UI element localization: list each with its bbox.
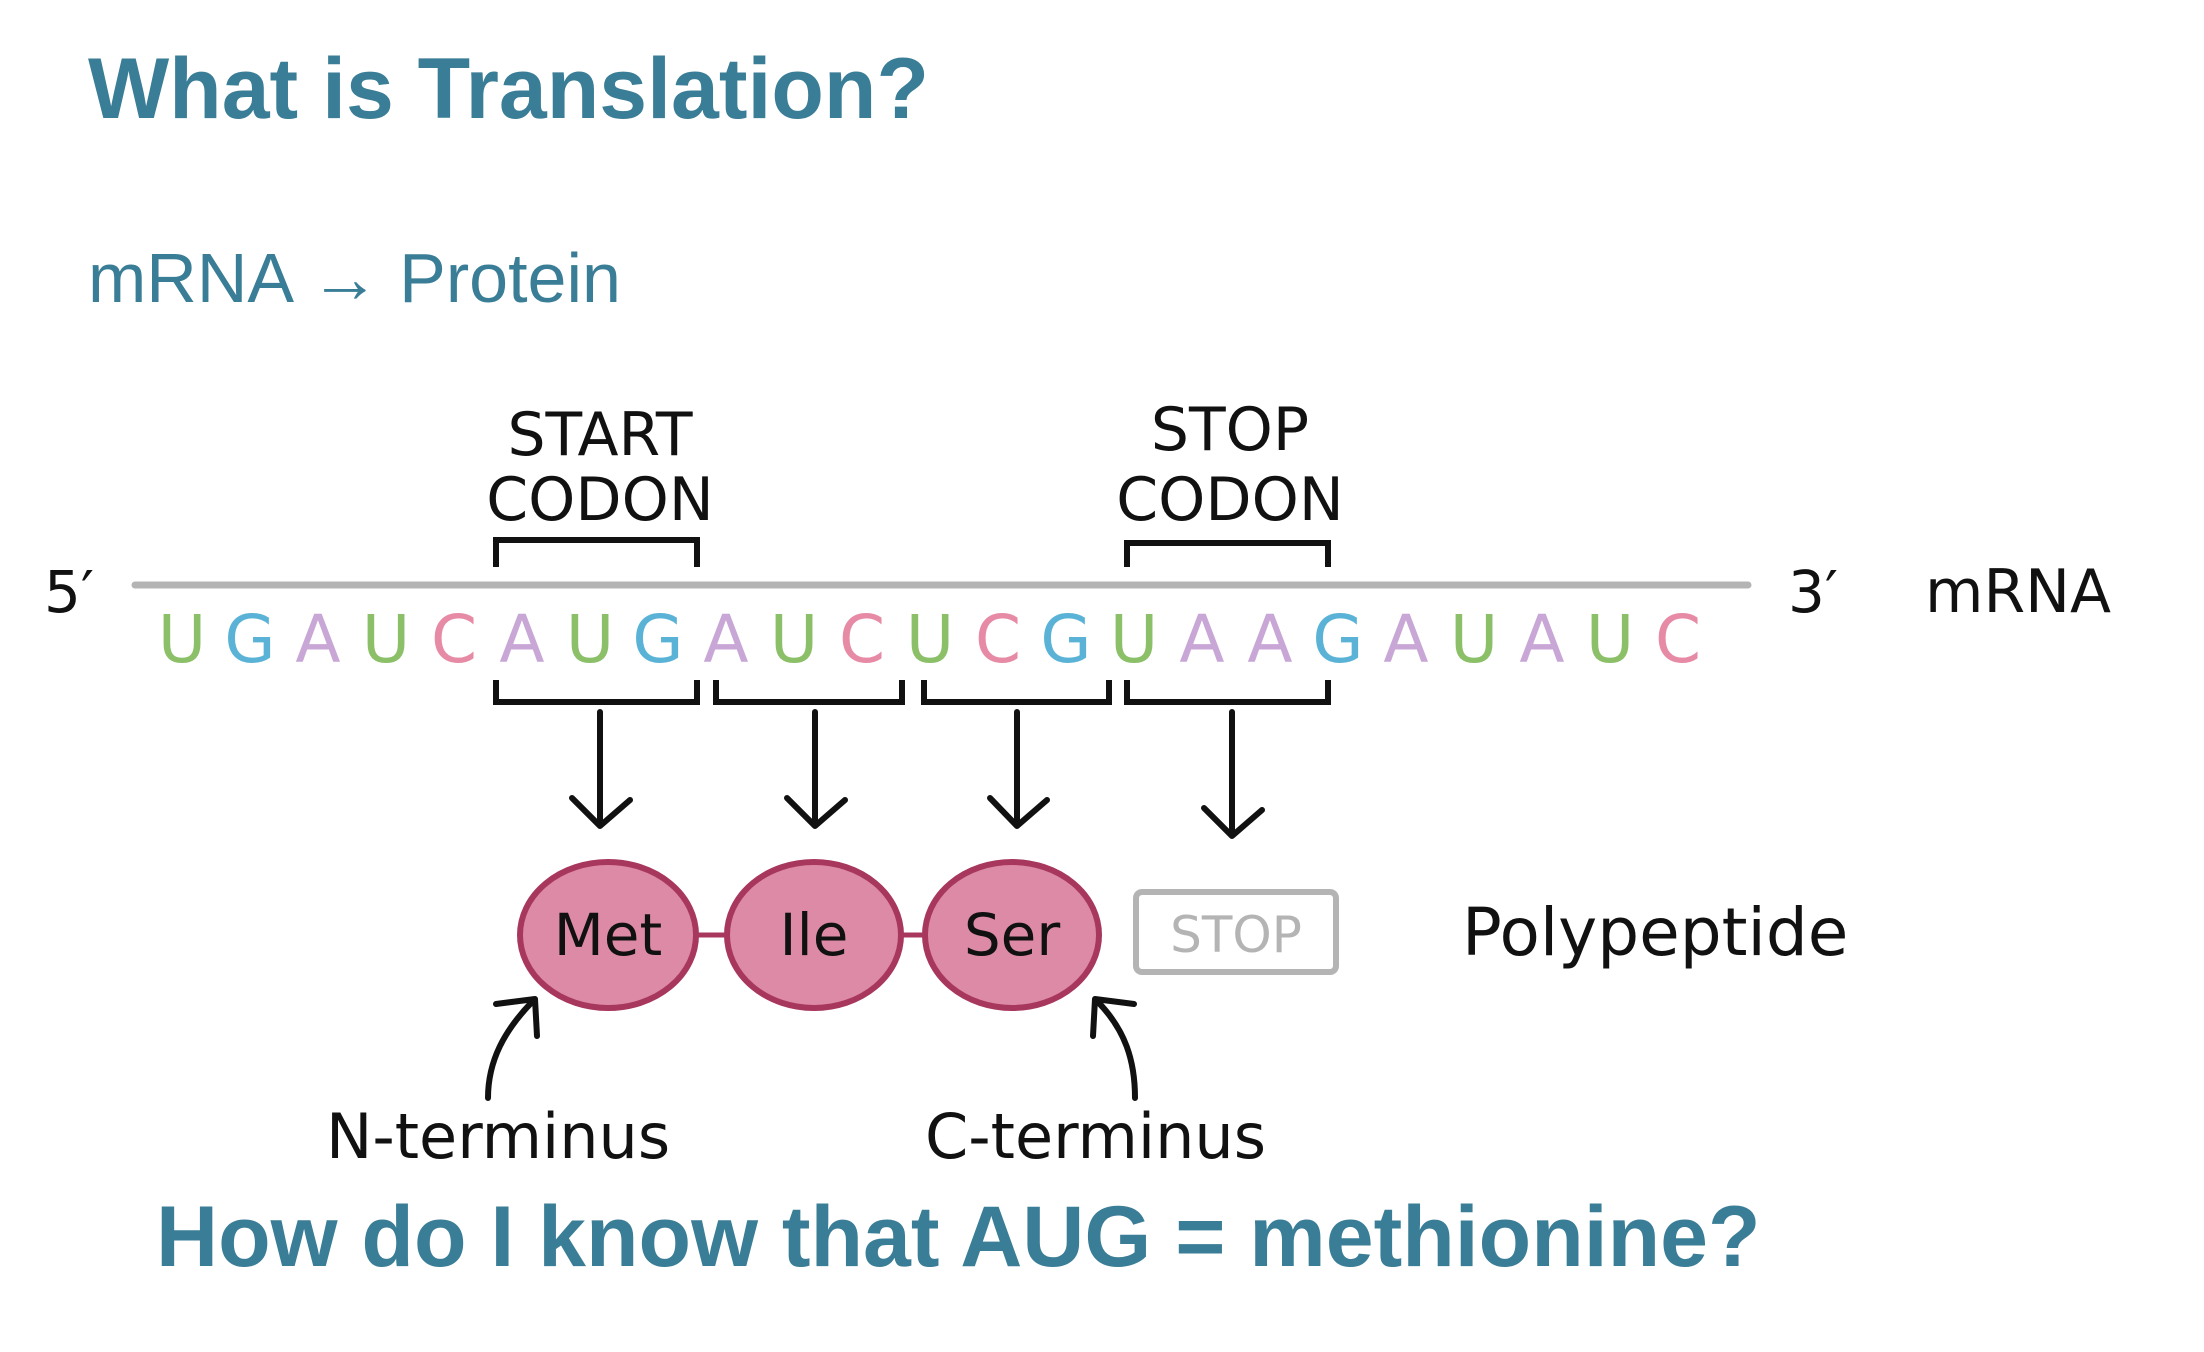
stop-box [1133,889,1339,975]
arrow-down-1 [569,709,633,829]
nucleotide-U: U [1450,601,1498,678]
arrow-down-3 [987,709,1050,829]
nucleotide-C: C [431,601,477,678]
nucleotide-G: G [224,601,275,678]
nucleotide-C: C [975,601,1021,678]
nucleotide-U: U [566,601,614,678]
amino-acid-met-bead [517,859,699,1011]
nucleotide-A: A [1519,601,1564,678]
n-terminus-arrow [485,996,540,1101]
codon-bracket-2 [713,680,905,705]
page-title: What is Translation? [88,41,929,137]
mrna-label: mRNA [1925,557,2111,627]
amino-acid-ile-bead [724,859,904,1011]
nucleotide-U: U [1110,601,1158,678]
start-codon-label-line1: START [507,400,692,470]
amino-acid-met-label: Met [554,901,662,969]
start-codon-label-line2: CODON [486,465,713,535]
three-prime-label: 3′ [1788,558,1838,626]
c-terminus-arrow [1090,996,1138,1101]
nucleotide-C: C [1655,601,1701,678]
nucleotide-A: A [1383,601,1428,678]
nucleotide-G: G [632,601,683,678]
nucleotide-A: A [1247,601,1292,678]
codon-bracket-4 [1124,680,1331,705]
question-text: How do I know that AUG = methionine? [156,1189,1761,1285]
nucleotide-U: U [1586,601,1634,678]
stop-codon-label-line2: CODON [1116,465,1343,535]
stop-codon-top-bracket [1124,540,1331,567]
nucleotide-A: A [499,601,544,678]
n-terminus-label: N-terminus [326,1100,670,1173]
codon-bracket-1 [493,680,700,705]
start-codon-top-bracket [493,537,700,567]
nucleotide-A: A [1179,601,1224,678]
nucleotide-G: G [1040,601,1091,678]
nucleotide-U: U [770,601,818,678]
codon-bracket-3 [921,680,1112,705]
nucleotide-A: A [703,601,748,678]
amino-acid-ser-bead [922,859,1102,1011]
polypeptide-label: Polypeptide [1462,894,1848,971]
page-subtitle: mRNA → Protein [88,239,621,317]
nucleotide-U: U [362,601,410,678]
nucleotide-U: U [158,601,206,678]
nucleotide-U: U [906,601,954,678]
stop-codon-label-line1: STOP [1151,395,1309,465]
nucleotide-G: G [1312,601,1363,678]
arrow-down-2 [784,709,848,829]
amino-acid-ser-label: Ser [964,901,1061,969]
nucleotide-C: C [839,601,885,678]
arrow-down-4 [1201,709,1265,839]
amino-acid-ile-label: Ile [780,901,849,969]
nucleotide-A: A [295,601,340,678]
c-terminus-label: C-terminus [925,1100,1266,1173]
five-prime-label: 5′ [44,558,94,626]
stop-box-label: STOP [1170,906,1302,964]
